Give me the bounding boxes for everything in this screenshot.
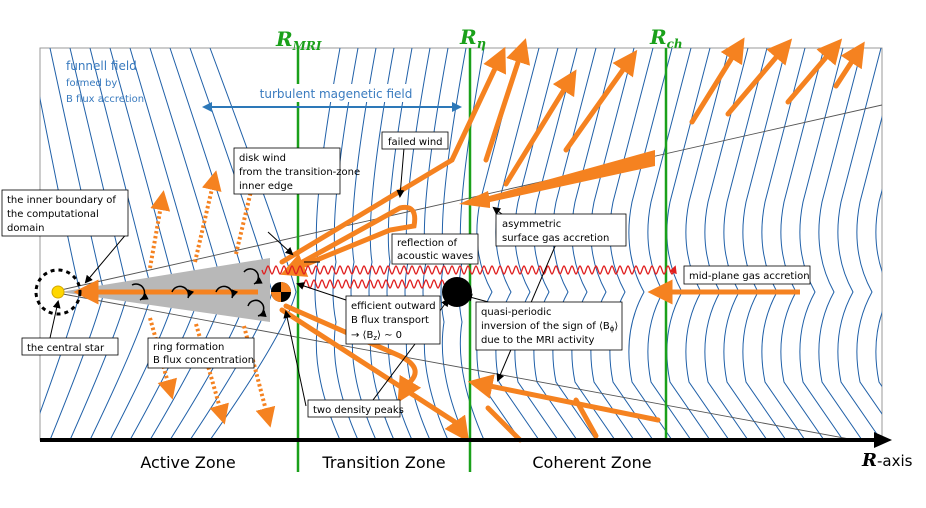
transition-zone-label: Transition Zone (321, 453, 445, 472)
svg-text:efficient outward: efficient outward (351, 301, 436, 312)
svg-text:quasi-periodic: quasi-periodic (481, 307, 552, 318)
disk-wind-paths (279, 46, 506, 277)
coherent-zone-label: Coherent Zone (532, 453, 651, 472)
surface-accretion-arrow (459, 150, 655, 208)
disk-lower-surface (51, 291, 858, 440)
midplane-box: mid-plane gas accretion (683, 265, 811, 285)
two-peaks-box: two density peaks (307, 399, 404, 418)
active-zone-label: Active Zone (140, 453, 235, 472)
svg-text:domain: domain (7, 223, 44, 234)
central-star-box: the central star (21, 337, 119, 356)
asymmetric-box: asymmetric surface gas accretion (495, 213, 627, 247)
failed-wind-box: failed wind (381, 131, 449, 150)
svg-text:mid-plane gas accretion: mid-plane gas accretion (689, 271, 810, 282)
svg-text:ring formation: ring formation (153, 342, 224, 353)
ring-formation-box: ring formation B flux concentration (147, 337, 255, 369)
svg-text:B flux concentration: B flux concentration (153, 355, 254, 366)
inner-boundary-circle (34, 268, 82, 316)
svg-text:the inner boundary of: the inner boundary of (7, 195, 116, 206)
svg-text:reflection of: reflection of (397, 238, 457, 249)
quasi-periodic-box: quasi-periodic inversion of the sign of … (475, 301, 623, 351)
svg-text:surface gas accretion: surface gas accretion (502, 233, 609, 244)
acoustic-wave-reflected (299, 278, 453, 290)
turbulent-label-bg (260, 84, 412, 102)
r-eta-label: Rη (459, 25, 486, 52)
svg-text:from the transition-zone: from the transition-zone (239, 167, 360, 178)
disk-upper-surface (51, 104, 882, 293)
central-star (51, 285, 65, 299)
reflection-box: reflection of acoustic waves (391, 233, 479, 265)
svg-text:due to the MRI activity: due to the MRI activity (481, 335, 594, 346)
lower-surface-flows (279, 303, 661, 443)
svg-text:the computational: the computational (7, 209, 99, 220)
acoustic-wave-outgoing (261, 264, 677, 276)
svg-text:the central star: the central star (27, 343, 105, 354)
funnel-field-label: funnell field (66, 59, 137, 73)
svg-text:asymmetric: asymmetric (502, 219, 561, 230)
svg-text:failed wind: failed wind (388, 137, 443, 148)
svg-text:inversion of the sign of ⟨Bϕ⟩: inversion of the sign of ⟨Bϕ⟩ (481, 321, 618, 333)
svg-text:acoustic waves: acoustic waves (397, 251, 473, 262)
disk-wind-box: disk wind from the transition-zone inner… (233, 147, 360, 195)
svg-text:inner edge: inner edge (239, 181, 293, 192)
funnel-field-sub1: formed by (66, 78, 117, 89)
r-mri-label: RMRI (275, 27, 322, 53)
r-axis-label: R-axis (861, 450, 913, 471)
svg-text:→ ⟨Bz⟩ ∼ 0: → ⟨Bz⟩ ∼ 0 (351, 330, 402, 342)
ring-vortices (131, 268, 267, 317)
coherent-zone-outflows (483, 37, 865, 187)
turbulent-label: turbulent magenetic field (260, 87, 413, 101)
svg-text:B flux transport: B flux transport (351, 315, 429, 326)
svg-text:disk wind: disk wind (239, 153, 286, 164)
inner-edge-marker-q1 (281, 282, 291, 292)
r-ch-label: Rch (649, 25, 683, 51)
svg-text:two density peaks: two density peaks (313, 405, 404, 416)
funnel-field-sub2: B flux accretion (66, 94, 144, 105)
inner-edge-marker-q3 (271, 292, 281, 302)
inner-boundary-box: the inner boundary of the computational … (1, 189, 129, 237)
efficient-transport-box: efficient outward B flux transport → ⟨Bz… (345, 295, 441, 345)
r-axis-arrowhead (874, 432, 892, 448)
